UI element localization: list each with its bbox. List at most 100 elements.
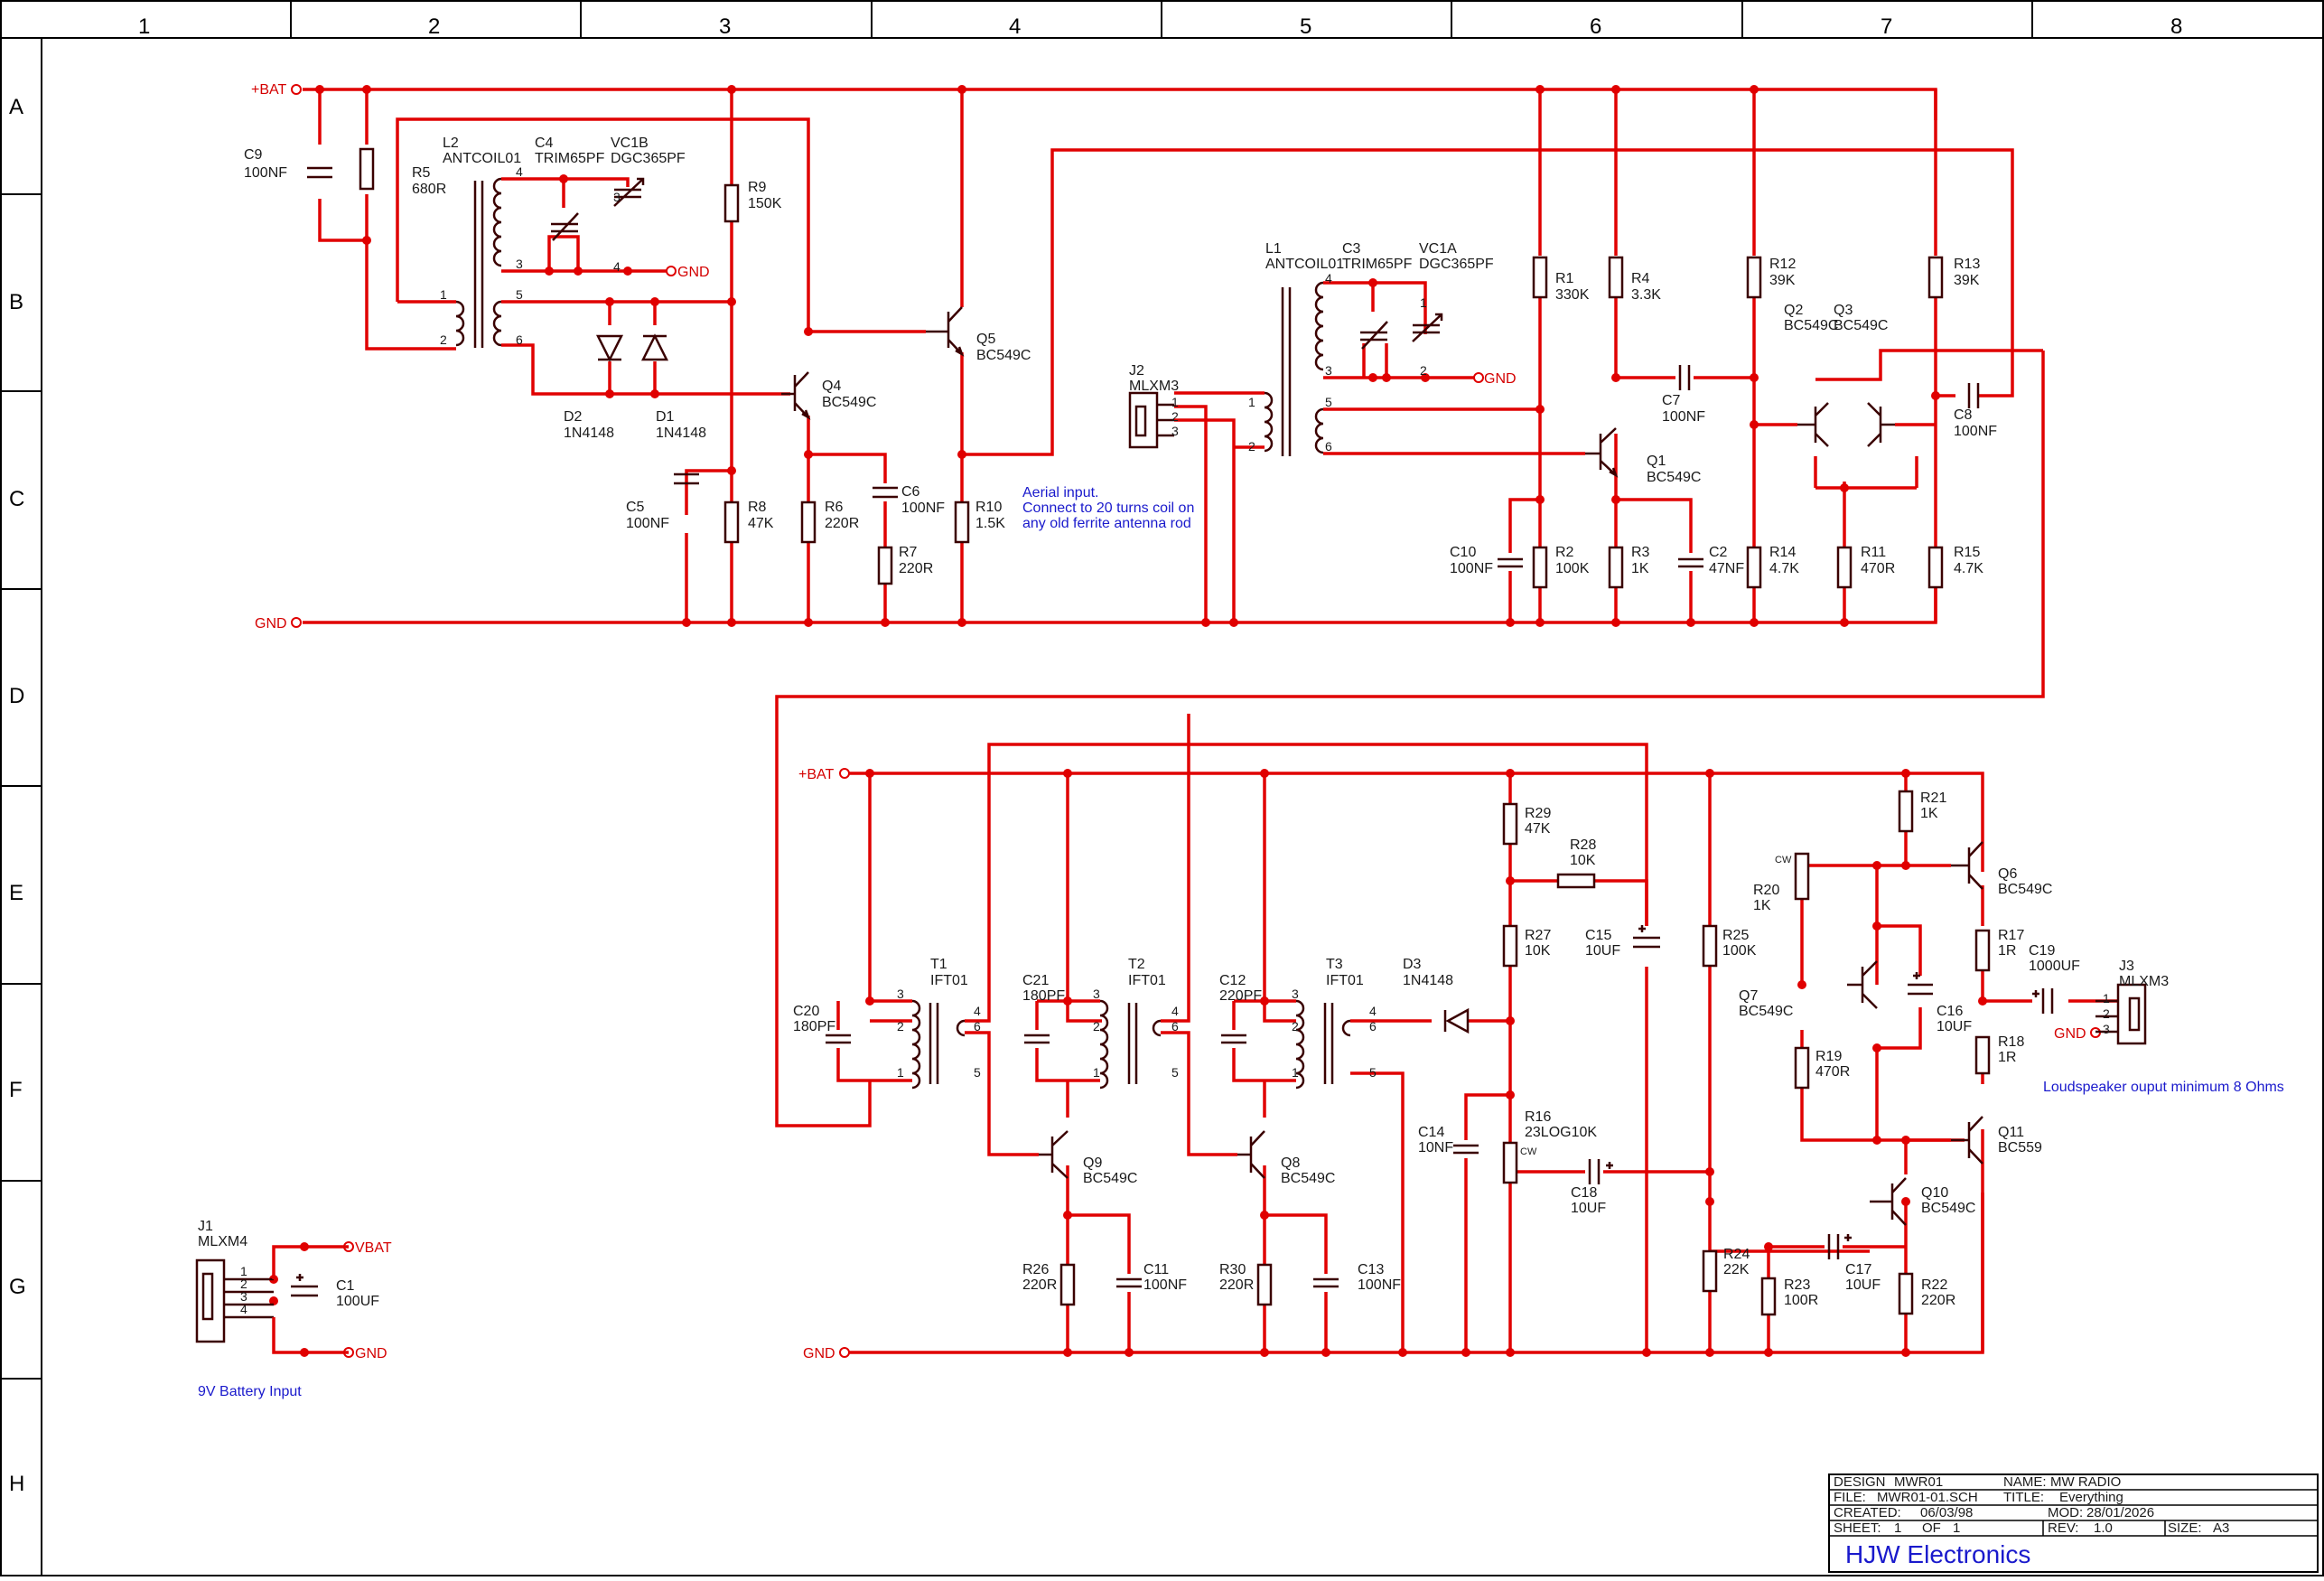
c11-value: 100NF <box>1143 1277 1187 1293</box>
r30-ref: R30 <box>1219 1262 1246 1277</box>
pin-t1-4: 4 <box>974 1004 981 1018</box>
pin-t3-2: 2 <box>1292 1019 1299 1034</box>
pin-t3-5: 5 <box>1369 1065 1377 1080</box>
q5-ref: Q5 <box>976 332 995 347</box>
c16-value: 10UF <box>1937 1019 1972 1034</box>
q7-value: BC549C <box>1739 1004 1793 1019</box>
q10-ref: Q10 <box>1921 1185 1948 1201</box>
r13-value: 39K <box>1954 273 1980 288</box>
coil-symbols <box>455 177 1351 1090</box>
net-label-gnd-top: GND <box>255 616 287 631</box>
net-label-bat-top: +BAT <box>251 82 287 98</box>
j3-value: MLXM3 <box>2119 974 2169 989</box>
r21-ref: R21 <box>1920 790 1946 806</box>
wires-top <box>303 88 2045 1127</box>
r21-value: 1K <box>1920 806 1938 821</box>
net-label-gnd-batt: GND <box>355 1346 387 1361</box>
c12-value: 220PF <box>1219 988 1262 1004</box>
q8-value: BC549C <box>1281 1171 1335 1186</box>
r9-ref: R9 <box>748 180 767 195</box>
pin-j1-3: 3 <box>240 1289 247 1304</box>
c20-ref: C20 <box>793 1004 819 1019</box>
pin-t2-4: 4 <box>1171 1004 1179 1018</box>
pin-j2-2: 2 <box>1171 409 1179 424</box>
r10-value: 1.5K <box>975 516 1005 531</box>
q2-value: BC549C <box>1784 318 1838 333</box>
pin-l1-1: 1 <box>1248 395 1255 409</box>
c7-value: 100NF <box>1662 409 1705 425</box>
r27-value: 10K <box>1525 943 1551 959</box>
tb-title: Everything <box>2059 1490 2123 1505</box>
r30-value: 220R <box>1219 1277 1254 1293</box>
c10-ref: C10 <box>1450 545 1476 560</box>
net-label-vbat: VBAT <box>355 1240 392 1256</box>
net-label-gnd-j3: GND <box>2054 1026 2086 1042</box>
tb-created: 06/03/98 <box>1920 1505 1973 1520</box>
capacitor-symbols <box>307 166 1980 1288</box>
grid-col-2: 2 <box>428 14 440 39</box>
pin-r20-cw: CW <box>1775 855 1792 865</box>
c18-value: 10UF <box>1571 1201 1606 1216</box>
j2-ref: J2 <box>1129 363 1144 379</box>
r23-value: 100R <box>1784 1293 1818 1308</box>
pin-numbers: 4 3 1 2 5 6 3 4 1 2 3 1 2 4 3 5 6 1 2 3 … <box>240 164 2110 1316</box>
tb-size: A3 <box>2213 1520 2229 1536</box>
pin-t1-2: 2 <box>897 1019 904 1034</box>
j1-value: MLXM4 <box>198 1234 247 1249</box>
pin-l2-4: 4 <box>516 164 523 179</box>
t1-ref: T1 <box>930 957 947 972</box>
r19-ref: R19 <box>1815 1049 1842 1064</box>
c19-value: 1000UF <box>2029 959 2080 974</box>
diode-symbols <box>595 333 1470 1034</box>
c17-value: 10UF <box>1845 1277 1881 1293</box>
tb-rev-label: REV: <box>2048 1520 2078 1536</box>
tb-file-label: FILE: <box>1834 1490 1866 1505</box>
c6-value: 100NF <box>901 500 945 516</box>
tb-design: MWR01 <box>1894 1474 1943 1490</box>
grid-row-h: H <box>9 1472 24 1496</box>
pin-j1-2: 2 <box>240 1277 247 1291</box>
c5-value: 100NF <box>626 516 669 531</box>
c9-value: 100NF <box>244 165 287 181</box>
c14-ref: C14 <box>1418 1125 1444 1140</box>
r20-ref: R20 <box>1753 883 1779 898</box>
r22-ref: R22 <box>1921 1277 1947 1293</box>
c14-value: 10NF <box>1418 1140 1453 1155</box>
pin-j3-3: 3 <box>2103 1022 2110 1036</box>
q1-value: BC549C <box>1647 470 1701 485</box>
c6-ref: C6 <box>901 484 920 500</box>
r2-value: 100K <box>1555 561 1590 576</box>
tb-company: HJW Electronics <box>1845 1540 2030 1568</box>
q3-ref: Q3 <box>1834 303 1853 318</box>
net-label-gnd-l1: GND <box>1484 371 1517 387</box>
c9-ref: C9 <box>244 147 263 163</box>
pin-vc1b-3: 3 <box>613 190 621 204</box>
c13-ref: C13 <box>1358 1262 1384 1277</box>
q9-ref: Q9 <box>1083 1155 1102 1171</box>
r9-value: 150K <box>748 196 782 211</box>
c2-ref: C2 <box>1709 545 1728 560</box>
c5-ref: C5 <box>626 500 645 515</box>
l2-value: ANTCOIL01 <box>443 151 521 166</box>
c21-value: 180PF <box>1022 988 1065 1004</box>
r26-value: 220R <box>1022 1277 1057 1293</box>
q1-ref: Q1 <box>1647 454 1666 469</box>
net-label-gnd-bottom: GND <box>803 1346 835 1361</box>
r25-value: 100K <box>1722 943 1757 959</box>
q11-value: BC559 <box>1998 1140 2042 1155</box>
c18-ref: C18 <box>1571 1185 1597 1201</box>
component-symbols <box>195 147 2147 1354</box>
q10-value: BC549C <box>1921 1201 1975 1216</box>
c17-ref: C17 <box>1845 1262 1871 1277</box>
c4-ref: C4 <box>535 136 554 151</box>
pin-t2-3: 3 <box>1093 987 1100 1001</box>
r16-ref: R16 <box>1525 1109 1551 1125</box>
pin-j2-1: 1 <box>1171 395 1179 409</box>
r8-value: 47K <box>748 516 774 531</box>
net-labels: +BAT GND GND GND +BAT GND GND VBAT GND <box>251 82 2086 1361</box>
tb-size-label: SIZE: <box>2168 1520 2202 1536</box>
r18-value: 1R <box>1998 1050 2016 1065</box>
pin-t2-5: 5 <box>1171 1065 1179 1080</box>
r15-value: 4.7K <box>1954 561 1983 576</box>
